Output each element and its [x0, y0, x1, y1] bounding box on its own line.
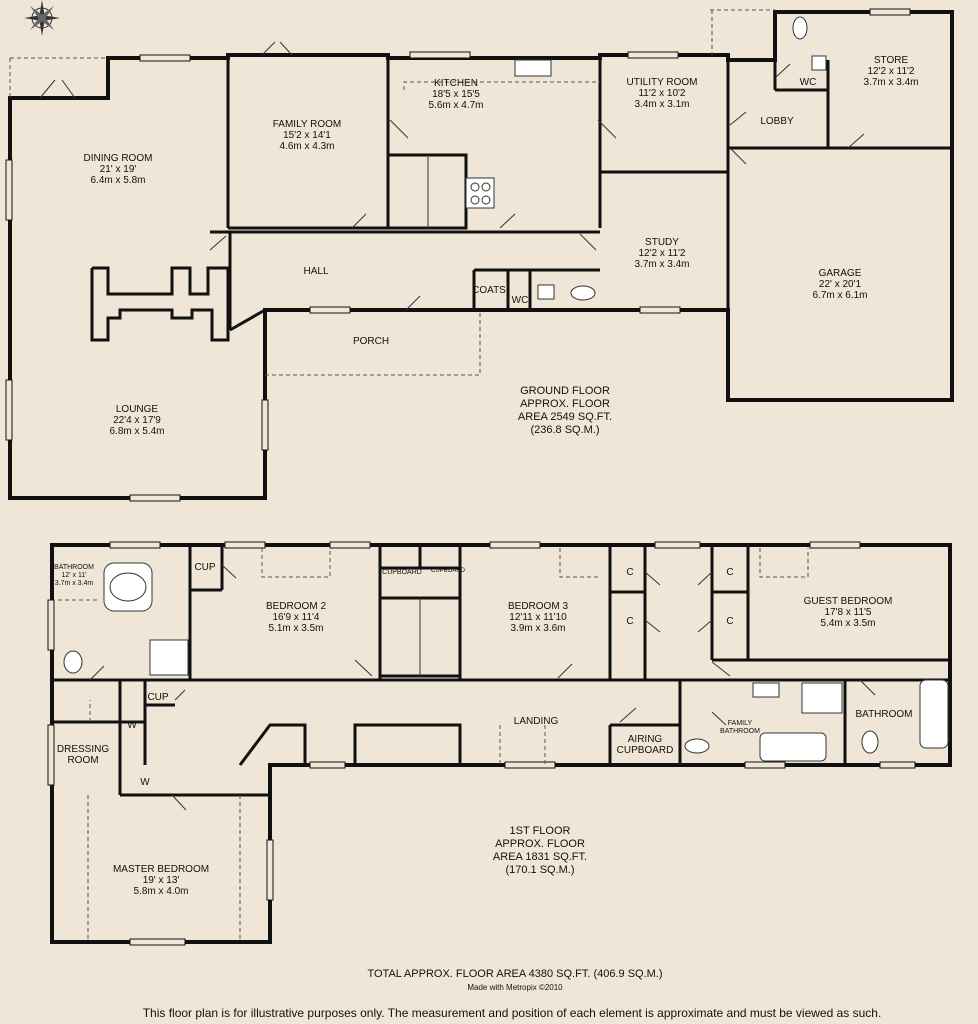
room-dims-metric: 3.7m x 3.4m	[54, 580, 94, 587]
room-dims-imperial: 22'4 x 17'9	[113, 415, 161, 426]
room-name: KITCHEN	[434, 78, 478, 89]
label-line: ROOM	[67, 755, 99, 766]
room-dims-imperial: 22' x 20'1	[818, 279, 862, 290]
label-airing-cupboard: AIRING CUPBOARD	[617, 734, 674, 756]
room-family-room: FAMILY ROOM 15'2 x 14'1 4.6m x 4.3m	[273, 119, 342, 152]
room-name: GUEST BEDROOM	[803, 596, 893, 607]
label-cup: CUP	[194, 562, 216, 573]
room-name: BATHROOM	[54, 564, 94, 571]
area-line: (236.8 SQ.M.)	[530, 424, 600, 436]
label-wc: WC	[511, 295, 529, 306]
room-dims-metric: 3.7m x 3.4m	[863, 77, 919, 88]
room-name: STORE	[873, 55, 909, 66]
room-name: STUDY	[645, 237, 679, 248]
label-lobby: LOBBY	[760, 116, 794, 127]
room-dims-metric: 6.7m x 6.1m	[812, 290, 868, 301]
room-dims-imperial: 18'5 x 15'5	[432, 89, 480, 100]
area-line: GROUND FLOOR	[520, 385, 610, 397]
label-line: BATHROOM	[720, 728, 760, 735]
label-w-2: W	[140, 777, 150, 788]
room-kitchen: KITCHEN 18'5 x 15'5 5.6m x 4.7m	[428, 78, 483, 111]
label-wc-2: WC	[799, 77, 817, 88]
room-dims-metric: 6.8m x 5.4m	[109, 426, 165, 437]
label-cupboard-1: CUPBOARD	[382, 569, 422, 576]
room-dims-imperial: 12' x 11'	[61, 572, 87, 579]
room-dims-imperial: 16'9 x 11'4	[272, 612, 320, 623]
area-line: APPROX. FLOOR	[520, 398, 610, 410]
room-dims-imperial: 15'2 x 14'1	[283, 130, 331, 141]
label-family-bathroom: FAMILY BATHROOM	[720, 720, 760, 736]
label-cupboard-2: CUPBOARD	[430, 568, 466, 574]
total-floor-area: TOTAL APPROX. FLOOR AREA 4380 SQ.FT. (40…	[367, 968, 663, 980]
label-c-1: C	[626, 567, 634, 578]
room-name: BEDROOM 2	[265, 601, 327, 612]
room-study: STUDY 12'2 x 11'2 3.7m x 3.4m	[634, 237, 689, 270]
room-dims-metric: 5.6m x 4.7m	[428, 100, 484, 111]
label-c-3: C	[626, 616, 634, 627]
room-guest-bedroom: GUEST BEDROOM 17'8 x 11'5 5.4m x 3.5m	[804, 596, 893, 629]
room-dims-imperial: 21' x 19'	[99, 164, 137, 175]
room-garage: GARAGE 22' x 20'1 6.7m x 6.1m	[812, 268, 867, 301]
room-bedroom-3: BEDROOM 3 12'11 x 11'10 3.9m x 3.6m	[508, 601, 568, 634]
room-master-bedroom: MASTER BEDROOM 19' x 13' 5.8m x 4.0m	[113, 864, 209, 897]
area-line: APPROX. FLOOR	[495, 838, 585, 850]
room-dims-metric: 5.8m x 4.0m	[133, 886, 189, 897]
room-dining-room: DINING ROOM 21' x 19' 6.4m x 5.8m	[84, 153, 153, 186]
room-dims-imperial: 11'2 x 10'2	[638, 88, 686, 99]
room-name: MASTER BEDROOM	[112, 864, 210, 875]
disclaimer: This floor plan is for illustrative purp…	[142, 1006, 882, 1020]
area-line: 1ST FLOOR	[509, 825, 571, 837]
room-dims-metric: 4.6m x 4.3m	[279, 141, 335, 152]
room-store: STORE 12'2 x 11'2 3.7m x 3.4m	[863, 55, 918, 88]
label-porch: PORCH	[352, 336, 390, 347]
label-line: DRESSING	[56, 744, 110, 755]
room-bedroom-2: BEDROOM 2 16'9 x 11'4 5.1m x 3.5m	[266, 601, 326, 634]
label-landing: LANDING	[513, 716, 559, 727]
room-dims-metric: 5.4m x 3.5m	[820, 618, 876, 629]
label-line: FAMILY	[727, 720, 753, 727]
room-utility-room: UTILITY ROOM 11'2 x 10'2 3.4m x 3.1m	[627, 77, 698, 110]
room-dims-metric: 3.7m x 3.4m	[634, 259, 690, 270]
room-dims-imperial: 12'2 x 11'2	[867, 66, 915, 77]
room-bathroom: BATHROOM 12' x 11' 3.7m x 3.4m	[54, 564, 94, 588]
room-dims-imperial: 12'2 x 11'2	[638, 248, 686, 259]
first-floor-area-note: 1ST FLOOR APPROX. FLOOR AREA 1831 SQ.FT.…	[493, 825, 587, 877]
label-coats: COATS	[472, 285, 506, 296]
room-name: LOUNGE	[115, 404, 159, 415]
label-dressing-room: DRESSING ROOM	[57, 744, 109, 766]
room-name: GARAGE	[818, 268, 862, 279]
compass-rose-icon	[24, 0, 60, 36]
first-floor-walls	[47, 541, 952, 946]
label-c-2: C	[726, 567, 734, 578]
label-line: CUPBOARD	[616, 745, 674, 756]
ground-floor-walls	[5, 8, 954, 502]
room-dims-metric: 3.4m x 3.1m	[634, 99, 690, 110]
room-name: BEDROOM 3	[507, 601, 569, 612]
area-line: AREA 2549 SQ.FT.	[517, 411, 613, 423]
label-bathroom-2: BATHROOM	[855, 709, 913, 720]
room-dims-imperial: 19' x 13'	[142, 875, 180, 886]
label-hall: HALL	[303, 266, 329, 277]
area-line: AREA 1831 SQ.FT.	[492, 851, 588, 863]
room-dims-metric: 6.4m x 5.8m	[90, 175, 146, 186]
room-dims-imperial: 17'8 x 11'5	[824, 607, 872, 618]
room-name: FAMILY ROOM	[272, 119, 342, 130]
room-dims-imperial: 12'11 x 11'10	[509, 612, 567, 623]
room-dims-metric: 5.1m x 3.5m	[268, 623, 324, 634]
room-name: UTILITY ROOM	[626, 77, 698, 88]
room-lounge: LOUNGE 22'4 x 17'9 6.8m x 5.4m	[109, 404, 164, 437]
area-line: (170.1 SQ.M.)	[505, 864, 575, 876]
label-c-4: C	[726, 616, 734, 627]
made-with-credit: Made with Metropix ©2010	[467, 983, 563, 992]
room-dims-metric: 3.9m x 3.6m	[510, 623, 566, 634]
label-line: AIRING	[627, 734, 663, 745]
room-name: DINING ROOM	[83, 153, 153, 164]
label-cup-2: CUP	[147, 692, 169, 703]
label-w-1: W	[127, 720, 137, 731]
ground-floor-area-note: GROUND FLOOR APPROX. FLOOR AREA 2549 SQ.…	[518, 385, 612, 437]
